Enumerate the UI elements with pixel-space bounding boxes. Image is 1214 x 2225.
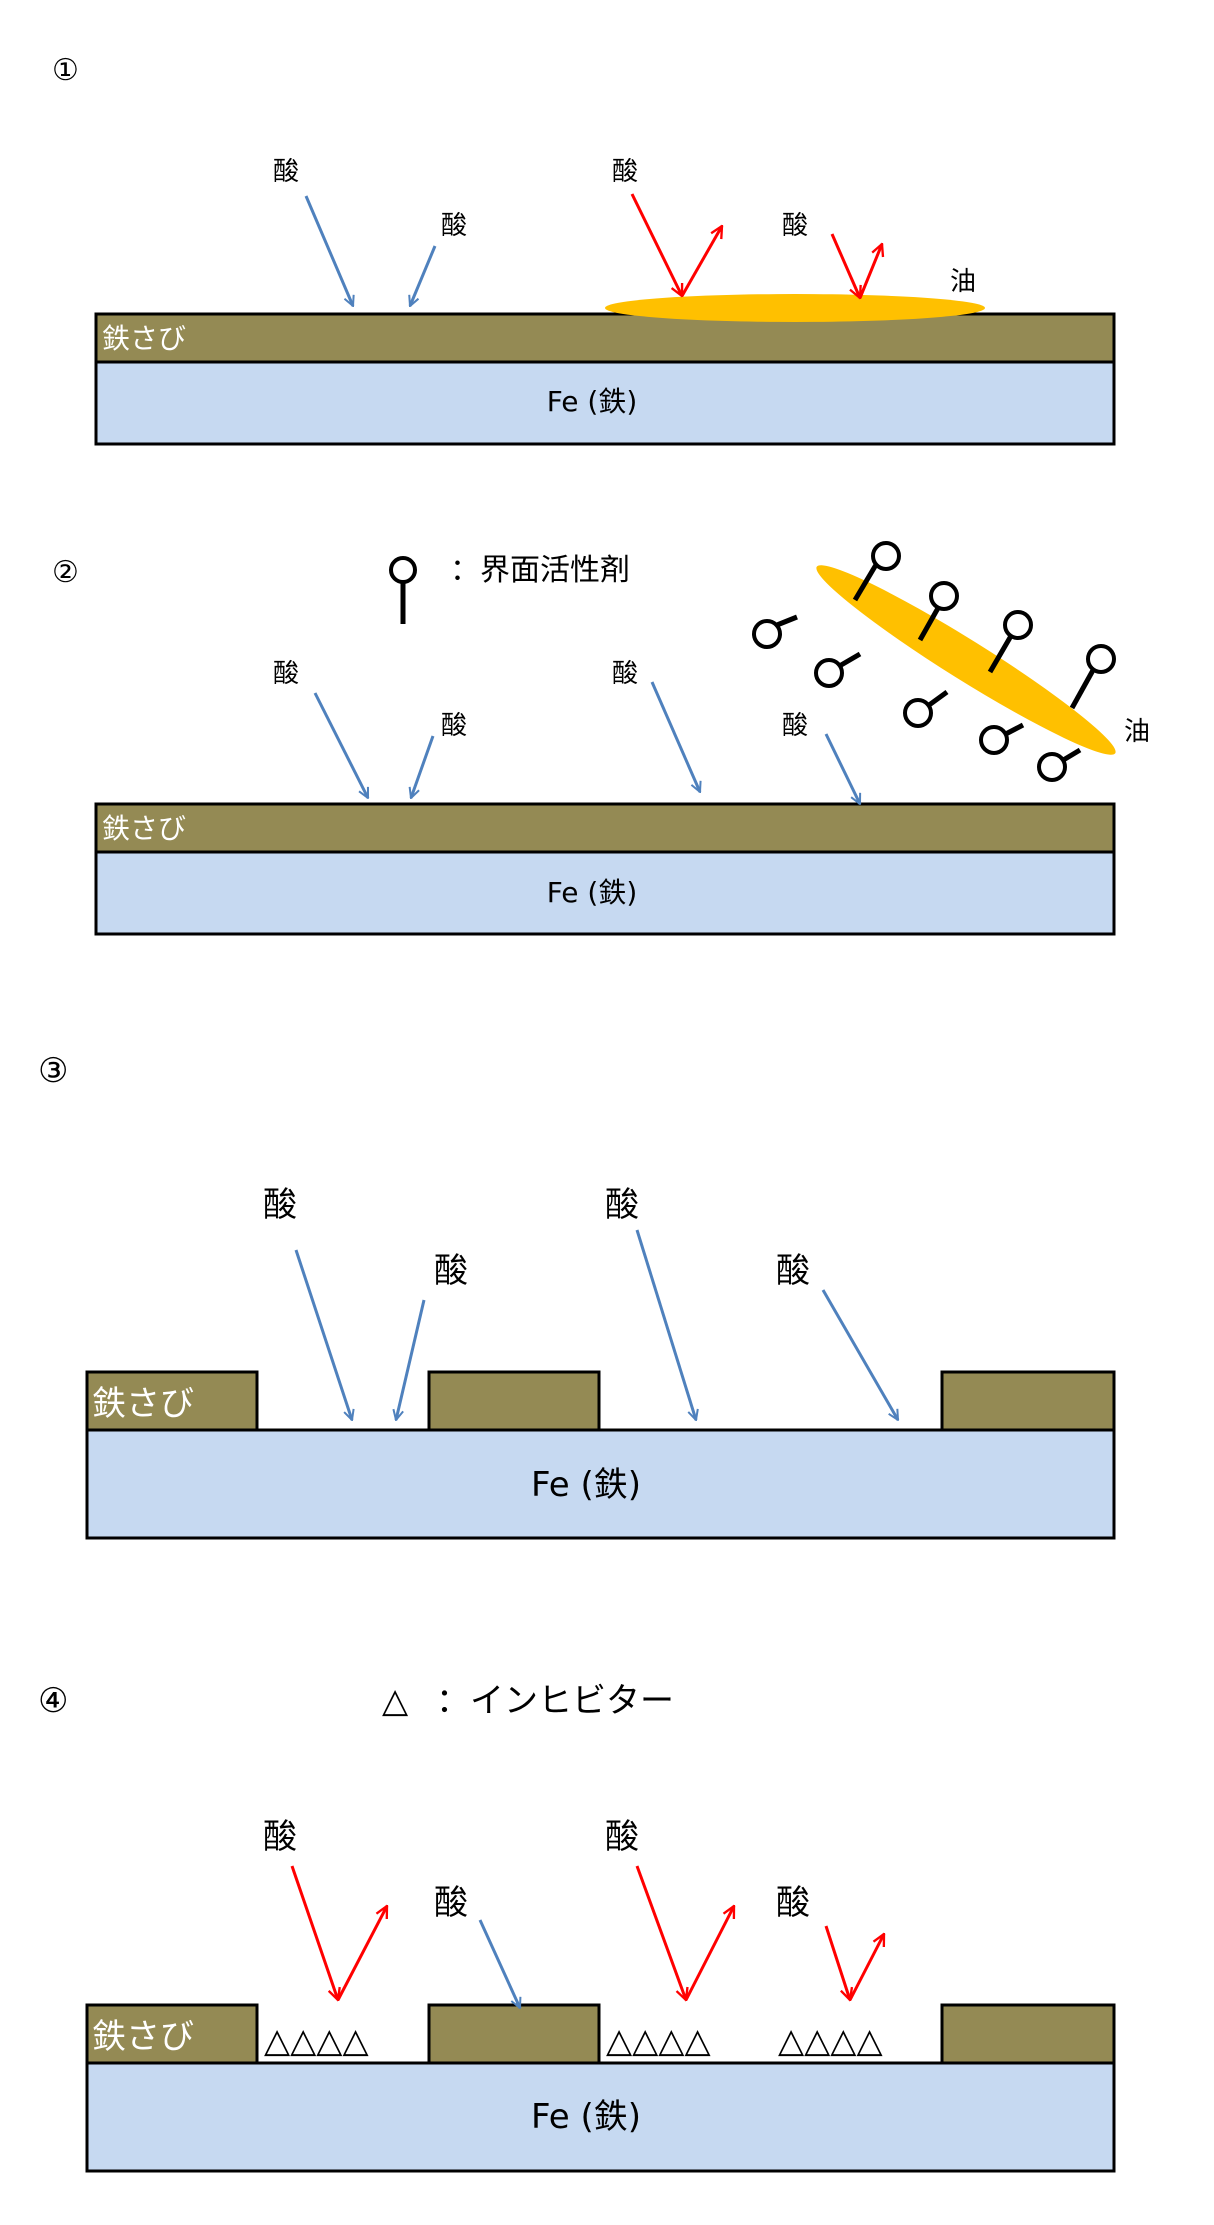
acid-arrow	[396, 1299, 426, 1420]
rust-label: 鉄さび	[102, 812, 186, 845]
iron-label: Fe (鉄)	[531, 1465, 641, 1505]
panel-1: ① 鉄さび Fe (鉄) 油 酸 酸 酸 酸	[52, 53, 1116, 446]
inhibitor-group: △△△△	[606, 2021, 711, 2061]
acid-label: 酸	[273, 157, 299, 187]
acid-arrow	[294, 1249, 352, 1420]
oil-label: 油	[1124, 717, 1150, 747]
panel-3: ③ 鉄さび Fe (鉄) 酸 酸 酸 酸	[38, 1051, 1116, 1540]
acid-label: 酸	[434, 1883, 468, 1923]
panel-number: ③	[38, 1051, 68, 1091]
acid-arrow	[821, 1289, 900, 1420]
acid-label: 酸	[263, 1817, 297, 1857]
surfactant-icon	[1086, 644, 1116, 674]
reflected-acid-arrow	[848, 1934, 886, 2001]
reflected-acid-arrow	[290, 1865, 338, 2000]
panel-number: ①	[52, 53, 79, 88]
acid-arrow	[650, 681, 700, 792]
oil-label: 油	[950, 267, 976, 297]
panel-2: ② ：界面活性剤 鉄さび Fe (鉄) 酸 酸 酸 酸 油	[52, 541, 1150, 936]
iron-label: Fe (鉄)	[531, 2097, 641, 2137]
reflected-acid-arrow	[830, 233, 860, 298]
acid-label: 酸	[263, 1185, 297, 1225]
reflected-acid-arrow	[684, 1906, 736, 2001]
reflected-acid-arrow	[635, 1865, 686, 2000]
surfactant-icon	[752, 619, 782, 649]
acid-label: 酸	[776, 1251, 810, 1291]
surfactant-legend-text: ：界面活性剤	[450, 553, 630, 588]
surfactant-icon	[1037, 752, 1067, 782]
rust-layer	[94, 802, 1116, 854]
iron-substrate	[85, 2061, 1116, 2173]
panel-number: ④	[38, 1681, 68, 1721]
reflected-acid-arrow	[858, 244, 882, 299]
acid-label: 酸	[612, 157, 638, 187]
oil-droplet	[816, 565, 1116, 755]
acid-label: 酸	[273, 659, 299, 689]
acid-label: 酸	[434, 1251, 468, 1291]
acid-arrow	[411, 735, 435, 798]
iron-substrate	[85, 1428, 1116, 1540]
panel-number: ②	[52, 555, 79, 590]
surfactant-icon	[1003, 610, 1033, 640]
rust-patch	[85, 1370, 259, 1432]
rust-label: 鉄さび	[92, 1384, 194, 1424]
inhibitor-legend-text: ：インヒビター	[436, 1681, 674, 1721]
acid-label: 酸	[605, 1185, 639, 1225]
oil-film	[605, 294, 985, 322]
surfactant-icon	[929, 581, 959, 611]
reflected-acid-arrow	[680, 226, 724, 297]
reflected-acid-arrow	[630, 193, 684, 296]
iron-substrate	[94, 850, 1116, 936]
inhibitor-legend: △ ：インヒビター	[382, 1681, 674, 1721]
inhibitor-symbol: △	[382, 1681, 409, 1721]
acid-arrow	[304, 195, 353, 306]
emulsified-oil: 油	[752, 541, 1150, 782]
acid-arrow	[478, 1919, 520, 2008]
acid-arrow	[313, 692, 370, 798]
iron-label: Fe (鉄)	[547, 385, 638, 418]
acid-label: 酸	[782, 211, 808, 241]
rust-patch	[427, 1370, 601, 1432]
acid-label: 酸	[441, 211, 467, 241]
acid-label: 酸	[605, 1817, 639, 1857]
acid-arrow	[824, 733, 862, 804]
inhibitor-group: △△△△	[264, 2021, 369, 2061]
acid-label: 酸	[612, 659, 638, 689]
iron-substrate	[94, 360, 1116, 446]
surfactant-icon	[979, 725, 1009, 755]
surfactant-icon	[389, 556, 417, 584]
surfactant-icon	[903, 698, 933, 728]
surfactant-legend: ：界面活性剤	[389, 553, 630, 624]
acid-label: 酸	[782, 711, 808, 741]
rust-layer	[94, 312, 1116, 364]
panel-4: ④ △ ：インヒビター 鉄さび Fe (鉄) △△△△ △△△△ △△△△ 酸 …	[38, 1681, 1116, 2173]
inhibitor-group: △△△△	[778, 2021, 883, 2061]
surfactant-icon	[871, 541, 901, 571]
rust-patch	[427, 2003, 601, 2065]
rust-patch	[940, 1370, 1116, 1432]
acid-label: 酸	[441, 711, 467, 741]
rust-label: 鉄さび	[92, 2017, 194, 2057]
reflected-acid-arrow	[336, 1906, 389, 2001]
rust-label: 鉄さび	[102, 322, 186, 355]
acid-label: 酸	[776, 1883, 810, 1923]
reflected-acid-arrow	[824, 1925, 850, 2000]
acid-arrow	[410, 245, 437, 306]
rust-patch	[940, 2003, 1116, 2065]
surfactant-icon	[814, 658, 844, 688]
acid-arrow	[635, 1229, 696, 1420]
rust-patch	[85, 2003, 259, 2065]
iron-label: Fe (鉄)	[547, 876, 638, 909]
